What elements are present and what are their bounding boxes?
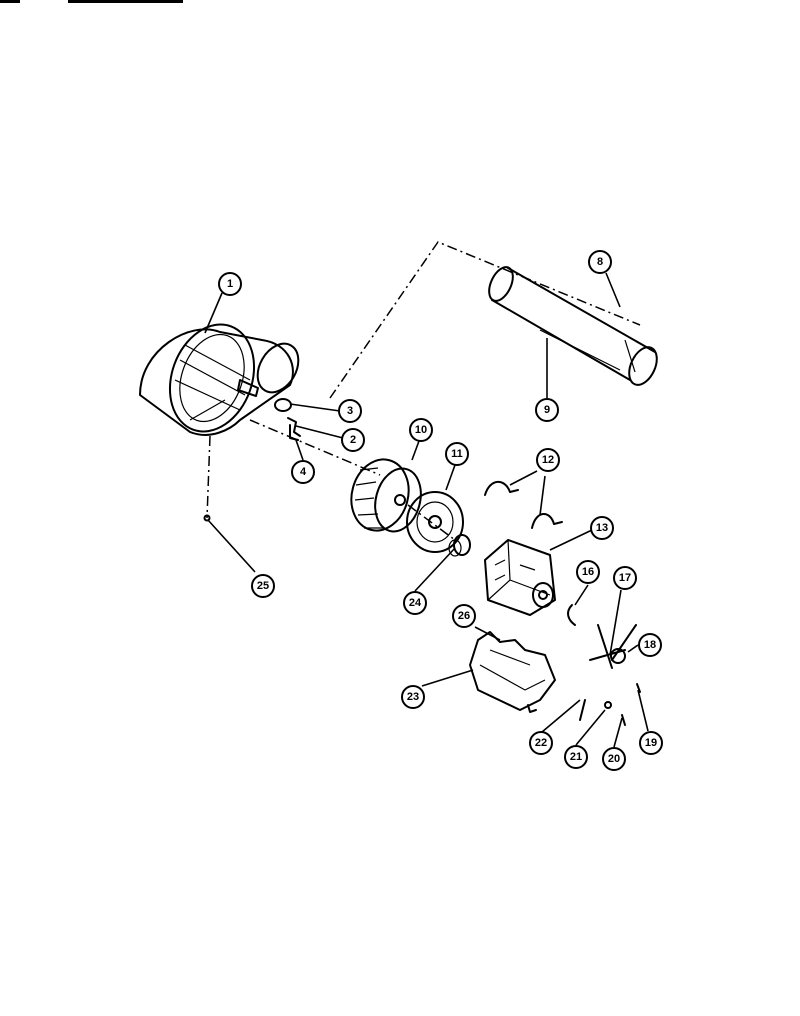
svg-text:10: 10 <box>415 424 427 436</box>
svg-text:12: 12 <box>542 454 554 466</box>
fasteners <box>579 683 641 726</box>
screw <box>203 514 211 522</box>
callout-21: 21 <box>564 745 588 769</box>
callout-13: 13 <box>590 516 614 540</box>
header-rule-left-2 <box>68 0 183 3</box>
header-rule-left <box>0 0 20 3</box>
svg-text:9: 9 <box>544 404 550 416</box>
callout-26: 26 <box>452 604 476 628</box>
callout-18: 18 <box>638 633 662 657</box>
callout-24: 24 <box>403 591 427 615</box>
callout-9: 9 <box>535 398 559 422</box>
callout-16: 16 <box>576 560 600 584</box>
svg-text:24: 24 <box>409 597 422 609</box>
pulley <box>448 534 471 557</box>
svg-text:3: 3 <box>347 405 353 417</box>
assembly-lines <box>206 241 641 541</box>
callout-10: 10 <box>409 418 433 442</box>
motor-mount <box>469 631 556 713</box>
callout-12: 12 <box>536 448 560 472</box>
svg-text:16: 16 <box>582 566 594 578</box>
callout-19: 19 <box>639 731 663 755</box>
clamp-parts <box>274 398 301 441</box>
svg-text:22: 22 <box>535 737 547 749</box>
svg-text:4: 4 <box>300 466 307 478</box>
svg-text:23: 23 <box>407 691 419 703</box>
exhaust-duct <box>488 266 658 386</box>
callout-8: 8 <box>588 250 612 274</box>
idler-arm <box>589 624 637 669</box>
spring <box>567 604 576 626</box>
callout-2: 2 <box>341 428 365 452</box>
svg-text:1: 1 <box>227 278 233 290</box>
callout-20: 20 <box>602 747 626 771</box>
svg-text:17: 17 <box>619 572 631 584</box>
callout-25: 25 <box>251 574 275 598</box>
callout-22: 22 <box>529 731 553 755</box>
svg-text:8: 8 <box>597 256 603 268</box>
drive-motor <box>484 539 556 616</box>
blower-housing <box>139 323 300 436</box>
svg-text:20: 20 <box>608 753 620 765</box>
callout-11: 11 <box>445 442 469 466</box>
svg-text:21: 21 <box>570 751 582 763</box>
svg-text:11: 11 <box>451 448 463 460</box>
motor-clips <box>484 480 563 529</box>
callout-4: 4 <box>291 460 315 484</box>
svg-text:25: 25 <box>257 580 269 592</box>
callout-23: 23 <box>401 685 425 709</box>
seal-disk <box>406 491 464 553</box>
svg-text:19: 19 <box>645 737 657 749</box>
svg-text:26: 26 <box>458 610 470 622</box>
svg-text:18: 18 <box>644 639 656 651</box>
callout-1: 1 <box>218 272 242 296</box>
callout-17: 17 <box>613 566 637 590</box>
svg-text:2: 2 <box>350 434 356 446</box>
leader-lines <box>204 272 649 748</box>
svg-text:13: 13 <box>596 522 608 534</box>
blower-wheel <box>350 458 422 533</box>
callout-3: 3 <box>338 399 362 423</box>
